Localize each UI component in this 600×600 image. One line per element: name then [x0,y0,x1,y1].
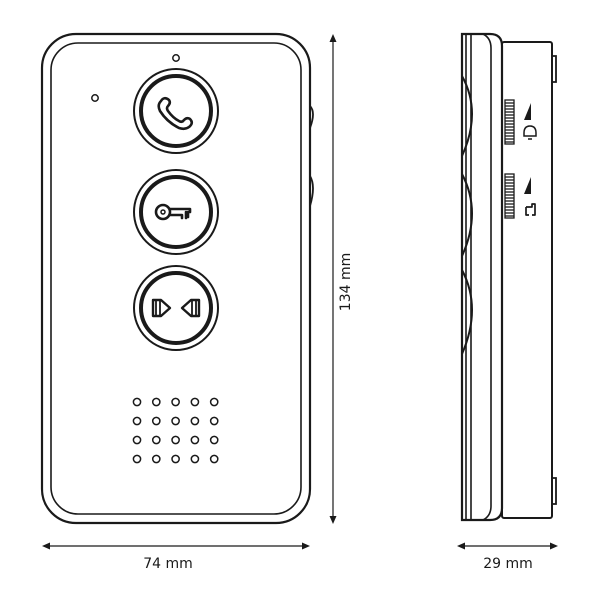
depth-label: 29 mm [483,556,533,572]
side-bump-lower [309,175,314,207]
grille-hole [190,416,200,426]
volume-wedge-icon [524,177,531,194]
grille-hole [132,454,142,464]
phone-icon [157,96,194,131]
grille-hole [151,454,161,464]
grille-hole [190,454,200,464]
side-body-outline [460,32,504,522]
volume-wedge-icon [524,103,531,120]
grille-hole [209,435,219,445]
grille-hole [171,454,180,464]
front-inner-panel [50,42,302,515]
grille-hole [209,397,219,407]
side-wall-plate [501,41,553,519]
unlock-button[interactable] [133,169,219,255]
grille-hole [190,435,200,445]
grille-hole [151,435,161,445]
width-label: 74 mm [143,556,193,572]
ring-volume-slider[interactable] [504,99,537,145]
grille-hole [171,397,180,407]
height-label: 134 mm [338,253,354,311]
grille-hole [151,397,161,407]
grille-hole [209,454,219,464]
side-button-bulge-2 [461,173,473,257]
side-bump-upper [309,105,314,129]
grille-hole [132,435,142,445]
bell-icon [523,125,537,140]
front-view [40,32,314,525]
height-dimension: 134 mm [329,34,354,524]
side-mount-tab-bottom [552,477,557,505]
grille-hole [190,397,200,407]
side-button-bulge-1 [461,75,473,157]
side-front-edge [465,33,492,521]
side-mount-tab-top [552,55,557,83]
side-button-bulge-3 [461,269,473,355]
grille-hole [151,416,161,426]
front-outer-shell [40,32,312,525]
status-led-dot [91,94,99,102]
width-dimension: 74 mm [42,542,310,572]
call-button[interactable] [133,68,219,154]
grille-hole [132,397,142,407]
speaker-grille [132,397,219,464]
camera-dot [172,54,180,62]
grille-hole [209,416,219,426]
depth-dimension: 29 mm [457,542,558,572]
intercom-icon [151,298,201,318]
grille-hole [132,416,142,426]
speaker-volume-slider[interactable] [504,173,536,219]
side-view [460,32,557,522]
grille-hole [171,435,180,445]
intercom-button[interactable] [133,265,219,351]
grille-hole [171,416,180,426]
key-icon [154,203,192,221]
handset-icon [525,203,536,216]
